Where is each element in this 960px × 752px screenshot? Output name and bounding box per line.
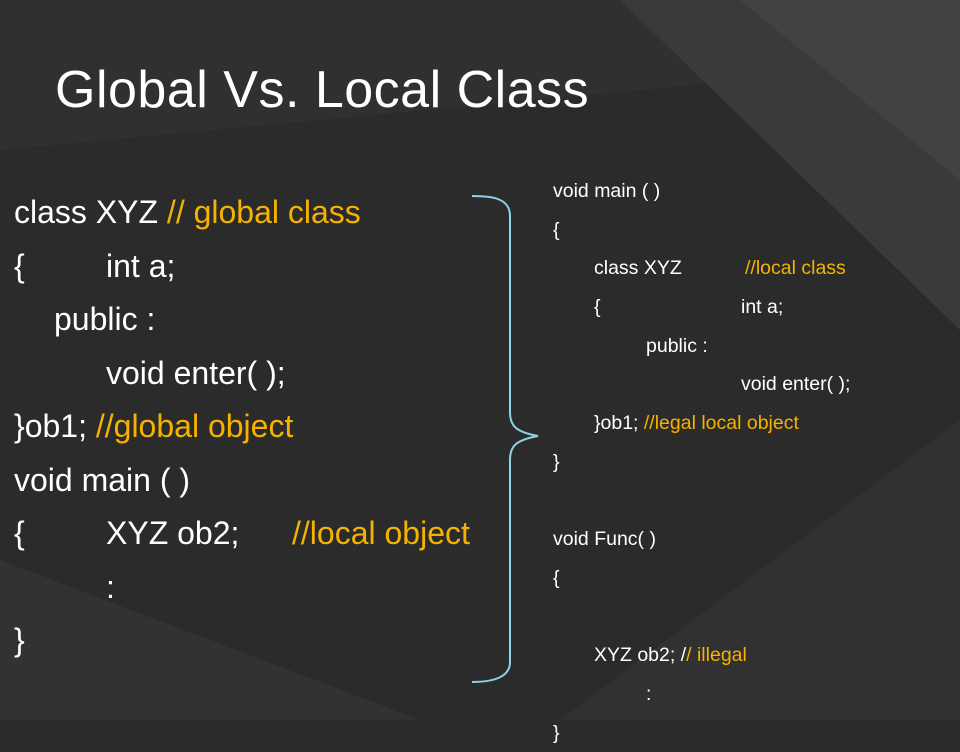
- code-comment: //global object: [95, 408, 294, 444]
- code-line: void Func( ): [553, 528, 656, 551]
- code-line: }: [553, 721, 560, 744]
- code-line: {int a;: [594, 296, 784, 319]
- code-line: void enter( );: [106, 354, 286, 391]
- blank-line: [553, 598, 850, 637]
- code-comment: //local class: [745, 257, 846, 280]
- code-comment: //local object: [292, 515, 470, 551]
- local-class-code: void main ( ) { class XYZ//local class {…: [553, 172, 850, 752]
- code-comment: / illegal: [686, 644, 747, 667]
- curly-bracket-connector: [471, 195, 539, 683]
- global-class-code: class XYZ // global class {int a; public…: [14, 186, 470, 668]
- code-line: {: [553, 566, 560, 589]
- code-line: :: [646, 682, 652, 705]
- code-line: public :: [54, 301, 156, 337]
- code-comment: // global class: [166, 194, 361, 230]
- code-line: class XYZ//local class: [553, 249, 850, 288]
- background-decoration: [620, 0, 960, 330]
- code-line: {XYZ ob2;//local object: [14, 507, 470, 561]
- slide-title: Global Vs. Local Class: [55, 61, 590, 119]
- code-line: }: [14, 622, 25, 658]
- code-line: }: [553, 450, 560, 473]
- code-line: void main ( ): [553, 180, 661, 202]
- code-line: }ob1; //global object: [14, 408, 294, 444]
- code-comment: //legal local object: [643, 412, 799, 435]
- code-line: public :: [646, 334, 708, 357]
- code-line: void main ( ): [14, 461, 191, 498]
- code-line: }ob1; //legal local object: [594, 412, 799, 435]
- code-line: XYZ ob2; // illegal: [594, 644, 747, 667]
- code-line: void enter( );: [741, 373, 851, 396]
- code-line: {int a;: [14, 247, 176, 284]
- code-line: {: [553, 218, 560, 241]
- code-line: :: [106, 568, 115, 605]
- blank-line: [553, 482, 850, 521]
- code-line: class XYZ // global class: [14, 194, 361, 230]
